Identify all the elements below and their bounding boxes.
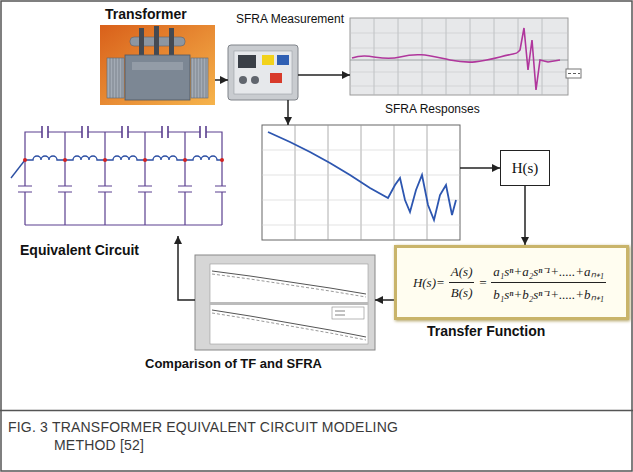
node-label: Comparison of TF and SFRA xyxy=(145,357,322,372)
frequency-response-plot xyxy=(262,125,460,240)
frequency-response-chart xyxy=(262,150,460,225)
transformer-illustration xyxy=(154,26,159,55)
sfra-response-chart xyxy=(352,28,560,90)
frequency-response-chart xyxy=(262,125,460,240)
sfra-instrument-illustration xyxy=(270,73,282,83)
flow-arrow xyxy=(524,186,526,245)
sfra-instrument-illustration xyxy=(228,45,298,100)
sfra-response-chart xyxy=(568,73,580,74)
sfra-instrument-illustration xyxy=(239,76,247,84)
equivalent-circuit-illustration xyxy=(143,158,147,162)
flow-arrow xyxy=(215,79,228,81)
comparison-chart xyxy=(195,255,375,350)
sfra-response-plot: SFRA Responses xyxy=(350,18,568,95)
comparison-plot: Comparison of TF and SFRA xyxy=(195,255,375,350)
equivalent-circuit-picture: Equivalent Circuit xyxy=(8,118,226,236)
node-label: Transfer Function xyxy=(427,323,545,339)
transformer-illustration xyxy=(191,58,208,98)
comparison-chart xyxy=(332,307,364,319)
comparison-chart xyxy=(210,302,368,305)
formula-numerator: A(s) xyxy=(449,264,475,282)
formula-denominator: b₁sⁿ+b₂sⁿ⁻¹+.....+bₙ₊₁ xyxy=(491,282,606,303)
sfra-instrument-illustration xyxy=(228,45,298,100)
sfra-instrument-illustration xyxy=(238,55,256,68)
figure-frame xyxy=(0,410,633,412)
node-label: Transformer xyxy=(105,6,187,22)
transformer-illustration xyxy=(100,25,215,105)
sfra-instrument: SFRA Measurement xyxy=(228,45,298,100)
comparison-chart xyxy=(212,271,366,294)
transformer-illustration xyxy=(132,62,183,70)
flow-arrow xyxy=(460,167,500,169)
sfra-response-chart xyxy=(350,18,568,95)
equivalent-circuit-illustration xyxy=(25,156,222,160)
transformer-illustration xyxy=(110,58,122,98)
transformer-illustration xyxy=(169,28,174,55)
equivalent-circuit-illustration xyxy=(18,160,226,225)
sfra-instrument-illustration xyxy=(251,76,259,84)
transformer-illustration xyxy=(194,58,206,98)
sfra-instrument-illustration xyxy=(262,55,274,65)
equivalent-circuit-illustration xyxy=(183,158,187,162)
comparison-chart xyxy=(212,274,366,297)
node-label: SFRA Responses xyxy=(385,103,480,117)
equivalent-circuit-illustration xyxy=(11,126,226,225)
equivalent-circuit-illustration xyxy=(11,160,25,178)
equivalent-circuit-illustration xyxy=(220,158,224,162)
transformer-illustration xyxy=(100,25,215,105)
transfer-block: H(s) xyxy=(500,150,550,186)
transformer-illustration xyxy=(125,55,190,100)
fraction: A(s)B(s) xyxy=(449,264,475,301)
comparison-chart xyxy=(335,311,345,315)
sfra-response-chart xyxy=(350,60,568,61)
frequency-response-chart xyxy=(268,132,456,220)
sfra-response-chart xyxy=(350,18,581,95)
node-label: SFRA Measurement xyxy=(236,13,344,27)
transformer-illustration xyxy=(107,58,124,98)
fraction: a₁sⁿ+a₂sⁿ⁻¹+.....+aₙ₊₁b₁sⁿ+b₂sⁿ⁻¹+.....+… xyxy=(491,262,606,303)
transfer-function-panel: H(s)=A(s)B(s)=a₁sⁿ+a₂sⁿ⁻¹+.....+aₙ₊₁b₁sⁿ… xyxy=(394,245,629,320)
formula-term: = xyxy=(478,275,487,291)
frequency-response-chart xyxy=(262,125,460,240)
sfra-instrument-illustration xyxy=(234,51,292,94)
sfra-instrument-illustration xyxy=(277,55,289,65)
equivalent-circuit-illustration xyxy=(42,126,206,138)
equivalent-circuit-illustration xyxy=(103,158,107,162)
sfra-response-chart xyxy=(566,69,581,78)
node-label: Equivalent Circuit xyxy=(20,242,139,258)
transformer-picture: Transformer xyxy=(100,25,215,105)
formula-term: H(s)= xyxy=(413,275,445,291)
formula-denominator: B(s) xyxy=(449,282,475,301)
flow-arrow xyxy=(287,100,289,125)
equivalent-circuit-illustration xyxy=(25,132,222,160)
figure-caption: FIG. 3 TRANSFORMER EQUIVALENT CIRCUIT MO… xyxy=(8,418,414,454)
equivalent-circuit-illustration xyxy=(23,158,27,162)
transformer-illustration xyxy=(139,28,144,55)
block-label: H(s) xyxy=(512,160,539,177)
comparison-chart xyxy=(210,264,368,344)
comparison-chart xyxy=(195,255,375,350)
flow-arrow xyxy=(375,299,394,301)
formula-numerator: a₁sⁿ+a₂sⁿ⁻¹+.....+aₙ₊₁ xyxy=(491,262,606,282)
flow-arrow xyxy=(298,74,350,76)
flow-arrow xyxy=(178,236,195,300)
equivalent-circuit-illustration xyxy=(63,158,67,162)
